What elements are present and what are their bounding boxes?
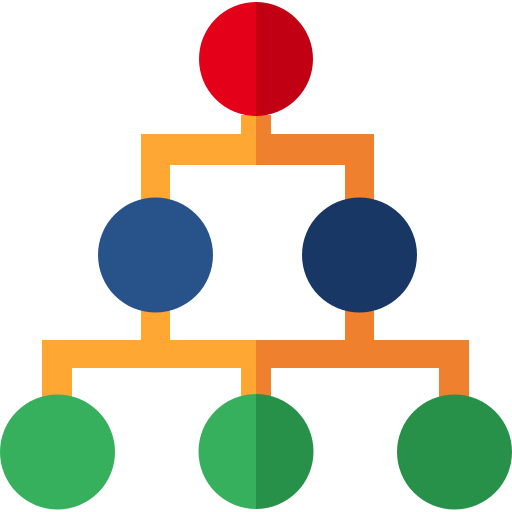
leaf-node-left <box>0 394 115 510</box>
lower-connector-right-stem <box>345 310 374 340</box>
root-node-left-half <box>199 2 256 116</box>
lower-connectors <box>42 310 469 400</box>
leaf-node-center-left-half <box>198 394 256 509</box>
middle-nodes <box>98 197 417 313</box>
leaf-node-right <box>397 394 512 510</box>
lower-connector-right-branch <box>256 340 469 400</box>
leaf-node-center-right-half <box>256 394 314 509</box>
lower-connector-left-branch <box>42 340 256 400</box>
middle-node-right <box>302 197 417 313</box>
leaf-nodes <box>0 394 512 510</box>
upper-connector-right <box>256 115 374 205</box>
middle-node-left <box>98 197 213 313</box>
root-node <box>199 2 313 116</box>
lower-connector-left-stem <box>141 310 170 340</box>
upper-connector-left <box>141 115 256 205</box>
upper-connectors <box>141 115 374 205</box>
root-node-right-half <box>256 2 313 116</box>
